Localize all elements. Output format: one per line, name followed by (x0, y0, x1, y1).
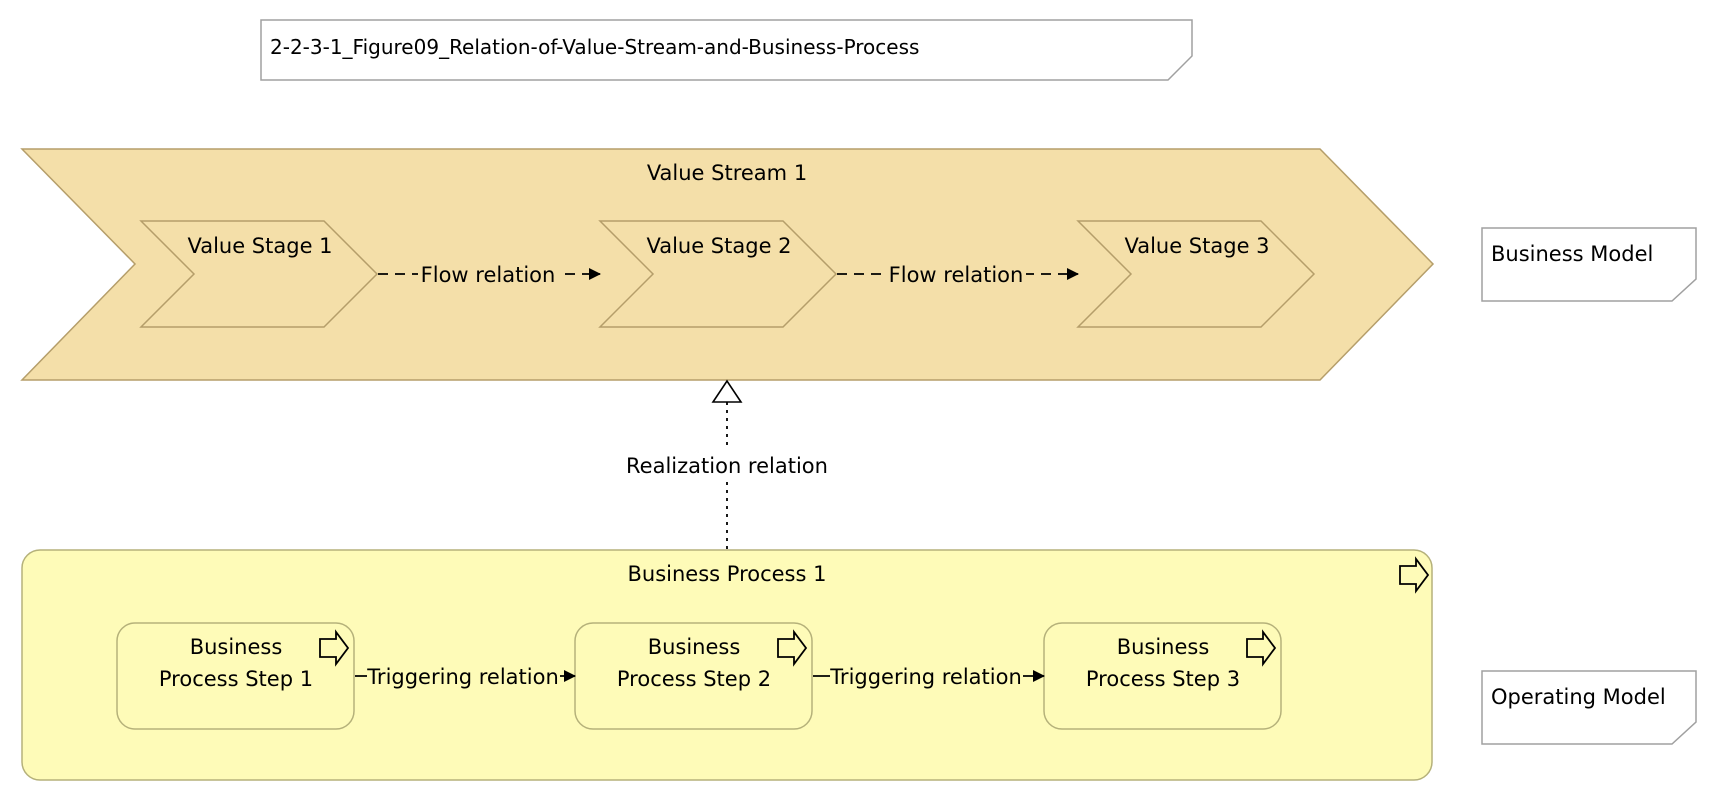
business-process-label: Business Process 1 (628, 562, 827, 586)
business-model-label: Business Model (1491, 242, 1653, 266)
process-step-2-line2: Process Step 2 (617, 667, 771, 691)
diagram-title: 2-2-3-1_Figure09_Relation-of-Value-Strea… (270, 35, 919, 59)
triggering-relation-2-label: Triggering relation (829, 665, 1022, 689)
flow-relation-2[interactable]: Flow relation (837, 259, 1079, 287)
operating-model-note[interactable]: Operating Model (1481, 670, 1697, 745)
process-step-1-line1: Business (190, 635, 283, 659)
realization-label-bg (625, 450, 829, 480)
triggering-relation-2-label-bg (830, 661, 1023, 691)
value-stage-2[interactable]: Value Stage 2 (598, 220, 838, 328)
process-step-1-icon (319, 629, 350, 667)
operating-model-label: Operating Model (1491, 685, 1666, 709)
flow-relation-2-label: Flow relation (889, 263, 1024, 287)
process-step-1-line2: Process Step 1 (159, 667, 313, 691)
process-step-2[interactable]: Business Process Step 2 (574, 622, 813, 730)
process-step-3-icon (1246, 629, 1277, 667)
value-stage-1[interactable]: Value Stage 1 (139, 220, 379, 328)
process-step-3-line2: Process Step 3 (1086, 667, 1240, 691)
realization-label: Realization relation (626, 454, 828, 478)
flow-relation-1-label: Flow relation (421, 263, 556, 287)
process-arrow-icon (1399, 556, 1430, 594)
process-step-3[interactable]: Business Process Step 3 (1043, 622, 1282, 730)
triggering-relation-1-label-bg (367, 661, 560, 691)
value-stage-2-label: Value Stage 2 (646, 234, 791, 258)
triggering-relation-1[interactable]: Triggering relation (355, 661, 576, 691)
value-stream-label: Value Stream 1 (647, 161, 807, 185)
value-stage-3-label: Value Stage 3 (1124, 234, 1269, 258)
realization-relation[interactable]: Realization relation (625, 379, 829, 549)
business-model-note[interactable]: Business Model (1481, 227, 1697, 302)
flow-relation-1-label-bg (418, 259, 558, 287)
value-stage-3[interactable]: Value Stage 3 (1076, 220, 1316, 328)
process-step-2-icon (777, 629, 808, 667)
triggering-relation-2[interactable]: Triggering relation (813, 661, 1045, 691)
realization-arrowhead (711, 379, 743, 403)
triggering-relation-1-label: Triggering relation (366, 665, 559, 689)
process-step-2-line1: Business (648, 635, 741, 659)
process-step-3-line1: Business (1117, 635, 1210, 659)
process-step-1[interactable]: Business Process Step 1 (116, 622, 355, 730)
flow-relation-1[interactable]: Flow relation (378, 259, 601, 287)
flow-relation-2-label-bg (886, 259, 1026, 287)
value-stage-1-label: Value Stage 1 (187, 234, 332, 258)
title-note[interactable]: 2-2-3-1_Figure09_Relation-of-Value-Strea… (260, 19, 1193, 81)
